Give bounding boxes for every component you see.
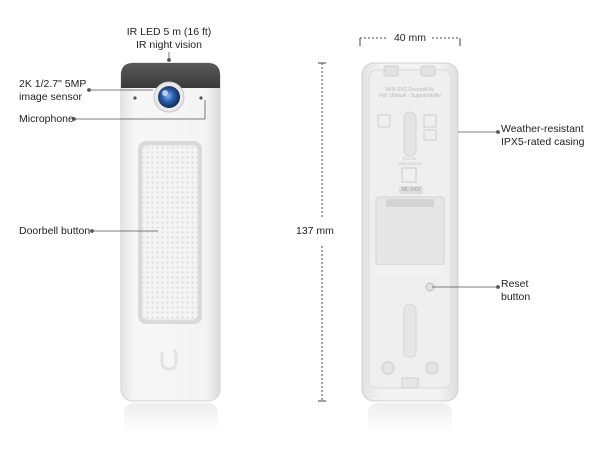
back-small2: SWX-XXXXX <box>398 161 422 166</box>
screw-post-left <box>381 361 395 375</box>
screw-post-right <box>425 361 439 375</box>
back-tag: ML-XXX <box>401 187 421 193</box>
reset-line2: button <box>501 291 531 303</box>
image-sensor-callout: 2K 1/2.7" 5MP image sensor <box>19 78 86 104</box>
connector-cavity <box>375 196 445 266</box>
width-dimension: 40 mm <box>380 32 440 45</box>
ir-led-line1: IR LED 5 m (16 ft) <box>126 26 212 38</box>
ubiquiti-logo-icon <box>160 350 178 371</box>
qr-code-icon <box>401 167 417 183</box>
camera-band <box>121 63 220 88</box>
back-sub: FW: Ubiquiti - Supportability <box>379 93 441 99</box>
leader-dot-image-sensor <box>87 88 91 92</box>
leader-dot-reset <box>496 285 500 289</box>
doorbell-button-icon <box>141 144 199 321</box>
back-reflection <box>368 403 452 433</box>
bottom-notch <box>401 377 419 389</box>
id-tag <box>399 186 423 194</box>
lens-glint <box>162 90 168 96</box>
back-small1: FCC ID: <box>402 156 418 161</box>
casing-line1: Weather-resistant <box>501 123 584 135</box>
image-sensor-line1: 2K 1/2.7" 5MP <box>19 78 87 90</box>
leader-dot-microphone <box>72 117 76 121</box>
fcc-mark-icon <box>423 129 437 141</box>
callout-leaders <box>72 52 500 289</box>
ir-led-line2: IR night vision <box>136 39 202 51</box>
casing-line2: IPX5-rated casing <box>501 136 585 148</box>
back-model-text: M/N UVC-Doorbell-W FW: Ubiquiti - Suppor… <box>368 87 452 99</box>
back-model: M/N UVC-Doorbell-W <box>386 87 434 93</box>
top-clip-right <box>420 65 436 77</box>
microphone-callout: Microphone <box>19 113 74 126</box>
cavity-lip <box>386 199 434 207</box>
dimension-lines <box>318 37 461 402</box>
reset-line1: Reset <box>501 278 529 290</box>
reset-callout: Reset button <box>501 278 530 304</box>
doorbell-button-callout: Doorbell button <box>19 225 90 238</box>
front-view <box>120 62 221 433</box>
sensor-hole <box>199 96 203 100</box>
bottom-slot <box>403 304 417 358</box>
back-tag-text: ML-XXX <box>399 187 423 193</box>
front-reflection <box>124 403 218 433</box>
regulatory-icon <box>377 114 391 128</box>
ir-led-callout: IR LED 5 m (16 ft) IR night vision <box>108 26 230 52</box>
casing-callout: Weather-resistant IPX5-rated casing <box>501 123 584 149</box>
back-id-text: FCC ID: SWX-XXXXX <box>380 156 440 166</box>
height-dimension-label: 137 mm <box>296 225 334 237</box>
height-dimension: 137 mm <box>296 225 334 238</box>
leader-dot-ir-led <box>167 58 171 62</box>
lens-icon <box>158 86 180 108</box>
width-dimension-label: 40 mm <box>393 32 427 44</box>
image-sensor-line2: image sensor <box>19 91 83 103</box>
top-slot <box>403 111 417 157</box>
cavity-step <box>376 265 444 275</box>
ce-mark-icon <box>423 114 437 128</box>
microphone-hole <box>133 96 137 100</box>
back-view <box>361 62 459 433</box>
microphone-label: Microphone <box>19 113 74 125</box>
doorbell-button-label: Doorbell button <box>19 225 91 237</box>
leader-dot-casing <box>496 130 500 134</box>
leader-dot-doorbell-button <box>90 229 94 233</box>
top-clip-left <box>383 65 399 77</box>
